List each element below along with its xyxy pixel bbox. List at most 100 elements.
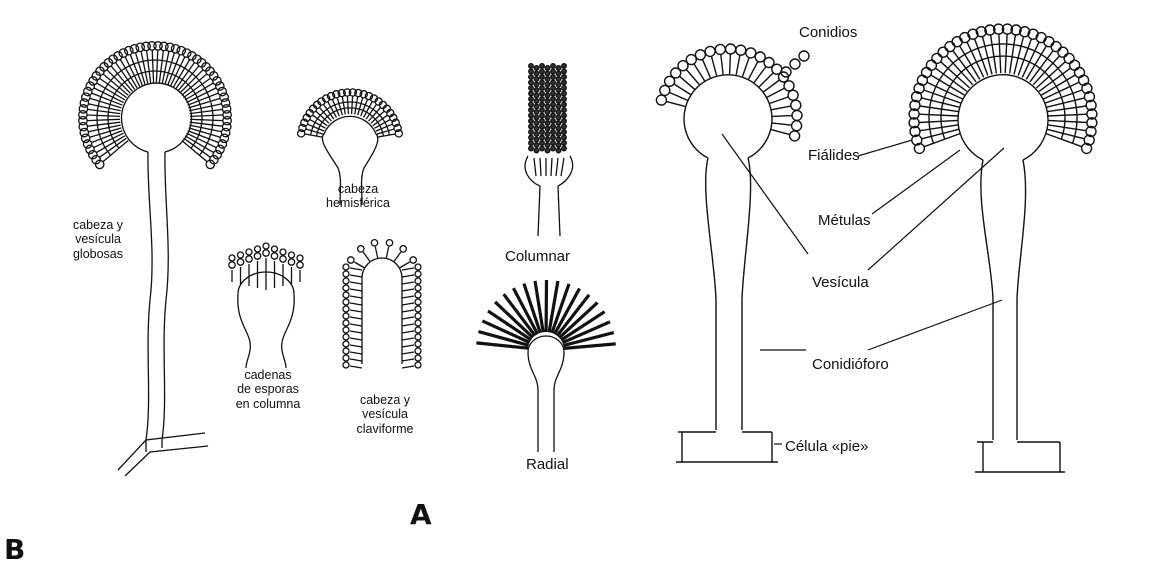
sterigma xyxy=(686,70,699,85)
conidium xyxy=(386,240,392,246)
sterigma xyxy=(556,158,558,176)
conidium xyxy=(932,53,942,63)
conidium xyxy=(415,341,421,347)
conidium xyxy=(665,76,675,86)
uniseriate-vesicle xyxy=(684,75,772,158)
sterigma xyxy=(999,34,1001,73)
conidium xyxy=(222,105,230,113)
conidium xyxy=(343,348,349,354)
conidium xyxy=(529,124,534,129)
conidium xyxy=(556,88,561,93)
globose-stipe-left xyxy=(146,152,152,440)
conidium xyxy=(289,252,295,258)
sterigma xyxy=(1048,114,1087,116)
sterigma xyxy=(402,331,414,333)
label-metulae: Métulas xyxy=(818,212,871,229)
conidium xyxy=(540,141,545,146)
conidium xyxy=(562,141,567,146)
conidium xyxy=(1070,60,1080,70)
sterigma xyxy=(1048,120,1087,122)
conidium xyxy=(540,108,545,113)
sterigma xyxy=(350,345,362,347)
uniseriate-stipe-left xyxy=(706,158,716,430)
sterigma xyxy=(402,366,414,368)
conidium xyxy=(218,87,226,95)
sterigma xyxy=(350,324,362,326)
conidium xyxy=(556,99,561,104)
conidium xyxy=(254,253,260,259)
conidium xyxy=(343,334,349,340)
conidium xyxy=(1075,68,1085,78)
conidium xyxy=(415,320,421,326)
biseriate-vesicle xyxy=(958,75,1048,160)
sterigma xyxy=(378,134,396,137)
conidium xyxy=(529,91,534,96)
conidium xyxy=(80,128,88,136)
conidium xyxy=(545,88,550,93)
sterigma xyxy=(402,359,414,361)
sterigma xyxy=(771,129,790,134)
conidium xyxy=(237,259,243,265)
conidium xyxy=(746,48,756,58)
right-panel-drawings xyxy=(656,24,1097,472)
conidium xyxy=(545,132,550,137)
conidium xyxy=(551,75,556,80)
sterigma xyxy=(924,90,961,103)
sterigma xyxy=(1010,35,1016,74)
conidium xyxy=(415,348,421,354)
sterigma xyxy=(749,61,758,79)
conidium xyxy=(562,75,567,80)
conidium xyxy=(551,141,556,146)
conidium xyxy=(288,259,294,265)
conidium xyxy=(540,113,545,118)
conidium xyxy=(529,146,534,151)
sterigma xyxy=(736,55,740,75)
conidium xyxy=(551,64,556,69)
conidium xyxy=(545,137,550,142)
sterigma xyxy=(767,88,785,97)
conidium xyxy=(529,75,534,80)
conidium xyxy=(222,128,230,136)
conidium xyxy=(534,121,539,126)
conidium xyxy=(545,121,550,126)
conidium xyxy=(534,71,539,76)
hypha-top xyxy=(118,433,205,470)
sterigma xyxy=(363,252,370,262)
sterigma xyxy=(402,275,414,277)
conidium xyxy=(343,355,349,361)
conidium xyxy=(562,102,567,107)
conidium xyxy=(790,131,800,141)
conidium xyxy=(529,113,534,118)
conidium xyxy=(695,50,705,60)
label-conidia: Conidios xyxy=(799,24,857,41)
conidium xyxy=(938,47,948,57)
conidium xyxy=(171,45,179,53)
conidium xyxy=(556,77,561,82)
sterigma xyxy=(87,115,120,116)
conidium xyxy=(562,91,567,96)
conidium xyxy=(540,146,545,151)
label-columnar: Columnar xyxy=(505,248,570,265)
conidium xyxy=(415,327,421,333)
sterigma xyxy=(402,352,414,354)
conidium xyxy=(534,82,539,87)
sterigma xyxy=(402,345,414,347)
conidium xyxy=(556,82,561,87)
conidium xyxy=(529,130,534,135)
conidium xyxy=(556,71,561,76)
sterigma xyxy=(350,310,362,312)
sterigma xyxy=(721,54,723,74)
conidium xyxy=(343,278,349,284)
conidium xyxy=(562,124,567,129)
radial-head-drawing xyxy=(476,280,615,452)
conidium xyxy=(551,97,556,102)
label-globose-head: cabeza y vesícula globosas xyxy=(58,218,138,261)
columnar-head-drawing xyxy=(525,64,573,236)
conidium xyxy=(280,256,286,262)
conidium xyxy=(540,91,545,96)
sterigma xyxy=(759,73,773,87)
conidium xyxy=(551,80,556,85)
sterigma xyxy=(921,98,959,107)
conidium xyxy=(556,115,561,120)
sterigma xyxy=(350,275,362,277)
